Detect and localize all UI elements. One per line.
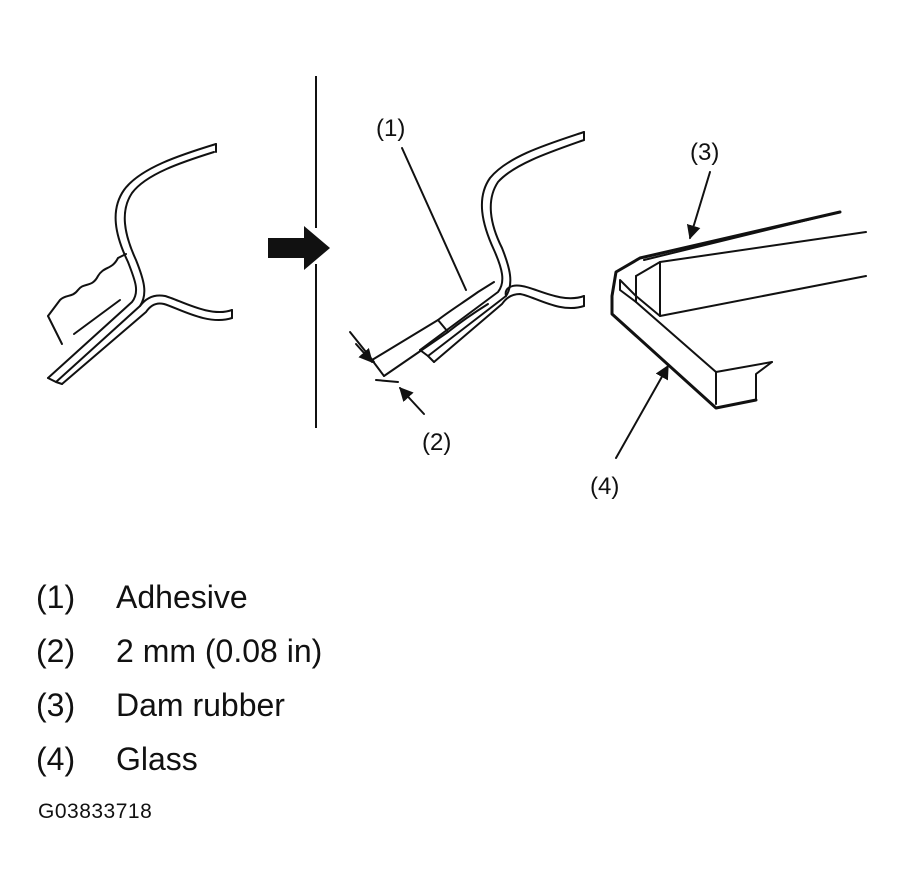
body-panel xyxy=(419,131,585,351)
legend-item: (4) Glass xyxy=(36,732,322,786)
callout-2: (2) xyxy=(422,429,451,456)
old-adhesive xyxy=(47,253,127,317)
legend-label: Dam rubber xyxy=(116,687,285,723)
center-panel-after xyxy=(349,131,585,415)
dimension-arrow-b xyxy=(399,386,425,415)
dimension-ext-b xyxy=(375,379,399,383)
dam-rubber-end xyxy=(635,275,661,317)
legend-item: (3) Dam rubber xyxy=(36,678,322,732)
legend: (1) Adhesive (2) 2 mm (0.08 in) (3) Dam … xyxy=(36,570,322,786)
body-flange-lower-inner xyxy=(61,302,233,385)
dimension-arrow-a xyxy=(355,343,373,364)
legend-item: (2) 2 mm (0.08 in) xyxy=(36,624,322,678)
adhesive-bead xyxy=(371,281,495,361)
legend-number: (2) xyxy=(36,633,76,669)
adhesive-bead-edge xyxy=(383,303,489,377)
left-panel-before xyxy=(47,143,233,385)
body-panel xyxy=(47,143,217,379)
body-flange-lower-inner xyxy=(433,293,585,363)
leader-1 xyxy=(401,147,467,291)
body-flange-lower xyxy=(139,294,233,313)
legend-number: (4) xyxy=(36,741,76,777)
leader-3 xyxy=(686,171,711,240)
right-panel-dam-rubber xyxy=(610,171,867,459)
leader-4 xyxy=(615,364,669,459)
installation-diagram: (1) (2) (3) (4) xyxy=(47,76,867,500)
glass-lip xyxy=(619,279,637,303)
dam-rubber-front-bottom xyxy=(659,261,867,317)
glass-edge xyxy=(610,210,842,410)
callout-1: (1) xyxy=(376,115,405,142)
figure-id: G03833718 xyxy=(38,800,153,823)
legend-label: Adhesive xyxy=(116,579,248,615)
body-flange-lower xyxy=(504,284,585,300)
legend-number: (1) xyxy=(36,579,76,615)
dimension-ext-a xyxy=(349,331,375,363)
legend-label: 2 mm (0.08 in) xyxy=(116,633,323,669)
callout-4: (4) xyxy=(590,473,619,500)
legend-label: Glass xyxy=(116,741,198,777)
body-panel-inner xyxy=(427,139,585,357)
legend-number: (3) xyxy=(36,687,76,723)
dam-rubber-top xyxy=(643,211,841,261)
legend-item: (1) Adhesive xyxy=(36,570,322,624)
right-arrow-icon xyxy=(268,226,332,270)
body-panel-inner xyxy=(55,151,215,383)
callout-3: (3) xyxy=(690,139,719,166)
